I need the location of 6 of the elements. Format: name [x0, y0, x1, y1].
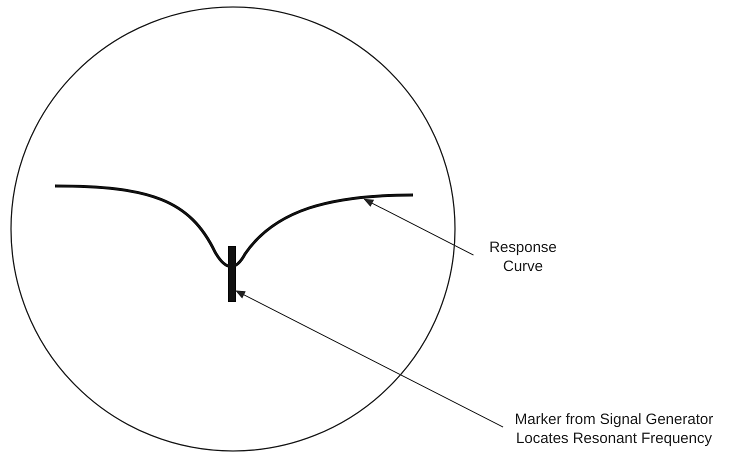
screen-circle — [10, 6, 456, 452]
leader-line — [363, 198, 474, 256]
callout-label: Response Curve — [468, 238, 578, 276]
callout-label: Marker from Signal Generator Locates Resonant Frequency — [496, 410, 732, 448]
leader-line — [235, 290, 504, 428]
marker-bar — [228, 246, 236, 302]
